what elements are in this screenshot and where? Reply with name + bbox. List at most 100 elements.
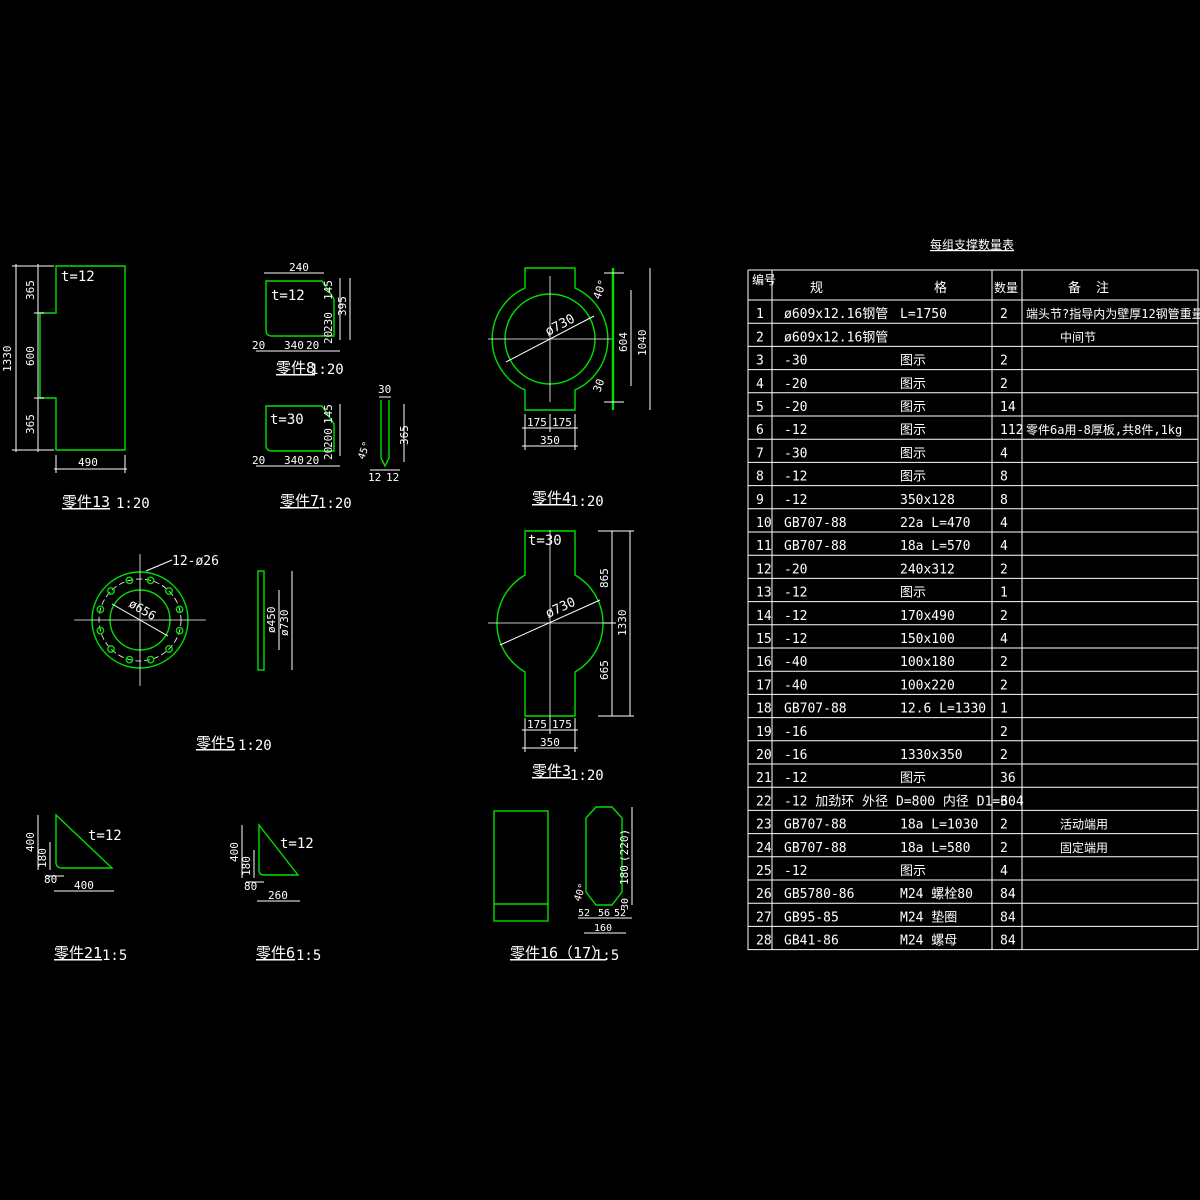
part4-drawing: ø730 40° 604 1040 30 175 175 350 零件4 1:2… xyxy=(488,267,651,510)
row-spec: -12 xyxy=(784,423,807,438)
bolt-hole xyxy=(175,605,184,614)
row-spec-detail: 170x490 xyxy=(900,609,955,624)
part8-dim-left: 20 xyxy=(252,339,265,352)
part7-side-dim-b2: 12 xyxy=(386,471,399,484)
row-spec-detail: M24 垫圈 xyxy=(900,909,957,925)
row-number: 24 xyxy=(756,841,772,856)
part5-side-view xyxy=(257,570,265,671)
part7-thickness: t=30 xyxy=(270,412,304,428)
part21-dim-h: 400 xyxy=(24,832,37,852)
row-quantity: 36 xyxy=(1000,771,1016,786)
row-quantity: 112 xyxy=(1000,423,1023,438)
part8-dim-h2: 230 xyxy=(322,312,335,332)
row-spec: GB95-85 xyxy=(784,910,839,925)
part7-dim-h3: 20 xyxy=(322,447,335,460)
row-spec: GB41-86 xyxy=(784,934,839,949)
part6-drawing: t=12 400 180 80 260 零件6 1:5 xyxy=(228,822,321,964)
row-number: 16 xyxy=(756,655,772,670)
part6-dim-h2: 180 xyxy=(240,856,253,876)
row-number: 2 xyxy=(756,330,764,345)
part4-dim-angle: 40° xyxy=(591,278,610,301)
part6-thickness: t=12 xyxy=(280,836,314,852)
row-note: 固定端用 xyxy=(1060,840,1108,855)
part8-dim-h3: 20 xyxy=(322,331,335,344)
row-note: 中间节 xyxy=(1060,329,1096,344)
part7-dim-mid: 340 xyxy=(284,454,304,467)
row-spec-detail: 图示 xyxy=(900,586,926,601)
table-header-note-b: 注 xyxy=(1096,281,1109,296)
bolt-hole xyxy=(146,576,155,585)
row-spec-detail: 图示 xyxy=(900,470,926,485)
table-grid xyxy=(747,269,1199,951)
row-spec-detail: 22a L=470 xyxy=(900,516,970,531)
part8-dim-right: 20 xyxy=(306,339,319,352)
dim-line xyxy=(111,603,169,637)
part16-dim-b1: 52 xyxy=(578,908,590,919)
part16-dim-b3: 52 xyxy=(614,908,626,919)
part8-drawing: t=12 240 20 340 20 145 230 20 395 零件8 1:… xyxy=(252,261,351,378)
row-spec: -20 xyxy=(784,377,807,392)
part13-dim-top: 365 xyxy=(24,280,37,300)
row-spec-detail: 100x220 xyxy=(900,678,955,693)
row-number: 10 xyxy=(756,516,772,531)
row-spec-detail: 240x312 xyxy=(900,562,955,577)
part21-dim-b2: 400 xyxy=(74,879,94,892)
part7-dim-h2: 200 xyxy=(322,428,335,448)
bolt-hole xyxy=(96,605,105,614)
part8-dim-mid: 340 xyxy=(284,339,304,352)
table-header-note-a: 备 xyxy=(1068,280,1081,296)
part7-side-dim-top: 30 xyxy=(378,383,391,396)
row-spec: -16 xyxy=(784,748,807,763)
part8-dim-total: 395 xyxy=(336,296,349,316)
part21-caption: 零件21 xyxy=(54,944,102,962)
row-quantity: 4 xyxy=(1000,446,1008,461)
part7-scale: 1:20 xyxy=(318,496,352,512)
part21-outline xyxy=(55,813,114,869)
table-header-qty: 数量 xyxy=(994,280,1018,295)
row-spec-detail: 18a L=570 xyxy=(900,539,970,554)
row-quantity: 2 xyxy=(1000,354,1008,369)
part16-drawing: 180 (220) 30 40° 52 56 52 160 零件16（17） 1… xyxy=(493,806,633,964)
row-quantity: 2 xyxy=(1000,562,1008,577)
row-quantity: 84 xyxy=(1000,934,1016,949)
row-spec-detail: 图示 xyxy=(900,446,926,461)
row-spec-detail: 图示 xyxy=(900,377,926,392)
row-number: 4 xyxy=(756,377,764,392)
row-number: 1 xyxy=(756,307,764,322)
row-spec-detail: 图示 xyxy=(900,771,926,786)
row-number: 9 xyxy=(756,493,764,508)
row-number: 19 xyxy=(756,725,772,740)
part7-dim-h1: 145 xyxy=(322,404,335,424)
part6-dim-b1: 80 xyxy=(244,880,257,893)
row-spec-detail: 100x180 xyxy=(900,655,955,670)
row-spec-detail: 18a L=580 xyxy=(900,841,970,856)
part8-scale: 1:20 xyxy=(310,362,344,378)
row-spec-detail: 150x100 xyxy=(900,632,955,647)
part7-dim-left: 20 xyxy=(252,454,265,467)
row-number: 6 xyxy=(756,423,764,438)
row-quantity: 2 xyxy=(1000,307,1008,322)
row-spec: GB707-88 xyxy=(784,702,847,717)
part3-caption: 零件3 xyxy=(532,762,571,780)
row-spec: -30 xyxy=(784,446,807,461)
part16-dim-h1: 180 xyxy=(618,865,631,885)
row-quantity: 2 xyxy=(1000,841,1008,856)
part16-front-view xyxy=(493,810,549,922)
row-spec-detail: 350x128 xyxy=(900,493,955,508)
row-spec: -20 xyxy=(784,400,807,415)
part5-side-inner: ø450 xyxy=(265,607,278,634)
part21-thickness: t=12 xyxy=(88,828,122,844)
part4-dim-offset: 30 xyxy=(591,377,608,394)
row-spec: -12 加劲环 外径 D=800 内径 D1=604 xyxy=(784,793,1024,809)
row-quantity: 4 xyxy=(1000,539,1008,554)
part4-dim-h1: 604 xyxy=(617,332,630,352)
row-number: 23 xyxy=(756,818,772,833)
leader-line xyxy=(145,559,173,572)
